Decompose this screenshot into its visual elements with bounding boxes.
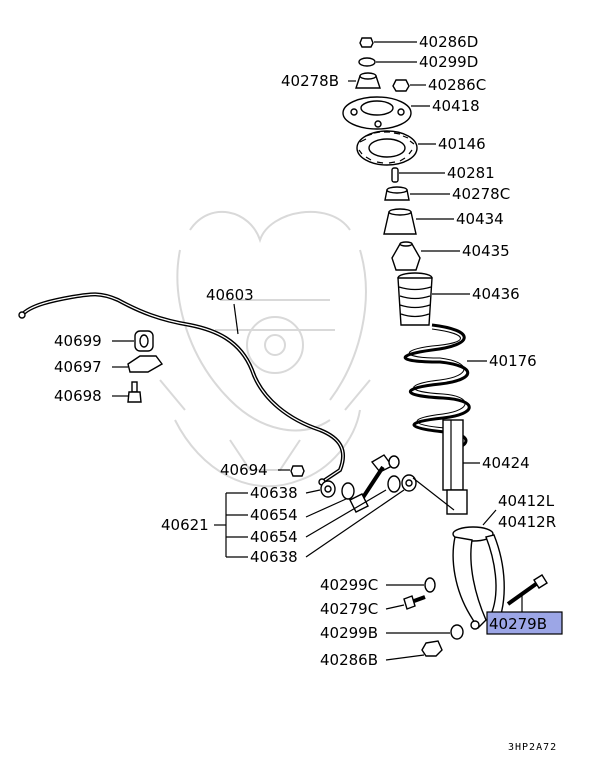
part-40434[interactable] <box>383 208 417 235</box>
part-40176[interactable] <box>403 323 471 452</box>
label-40699[interactable]: 40699 <box>54 332 102 350</box>
part-40279B[interactable] <box>506 574 548 606</box>
label-40638-upper[interactable]: 40638 <box>250 484 298 502</box>
label-40299D[interactable]: 40299D <box>419 53 478 71</box>
part-40603[interactable] <box>18 292 346 486</box>
part-40299C[interactable] <box>424 577 436 593</box>
label-40654-upper[interactable]: 40654 <box>250 506 298 524</box>
label-40424[interactable]: 40424 <box>482 454 530 472</box>
part-40435[interactable] <box>391 241 421 271</box>
part-40638a[interactable] <box>320 480 336 498</box>
label-40412L[interactable]: 40412L <box>498 492 555 510</box>
label-40434[interactable]: 40434 <box>456 210 504 228</box>
part-40286C[interactable] <box>392 79 410 92</box>
label-40299C[interactable]: 40299C <box>320 576 378 594</box>
part-40146[interactable] <box>356 130 418 166</box>
label-40654-lower[interactable]: 40654 <box>250 528 298 546</box>
part-40697[interactable] <box>127 355 164 373</box>
label-40286C[interactable]: 40286C <box>428 76 486 94</box>
part-40638b[interactable] <box>401 474 417 492</box>
label-40279C[interactable]: 40279C <box>320 600 378 618</box>
part-40278B[interactable] <box>355 72 381 89</box>
part-40436[interactable] <box>397 272 433 326</box>
label-40694[interactable]: 40694 <box>220 461 268 479</box>
label-40412R[interactable]: 40412R <box>498 513 556 531</box>
label-40299B[interactable]: 40299B <box>320 624 378 642</box>
part-40654b[interactable] <box>387 475 401 493</box>
label-40621-bracket <box>214 492 248 558</box>
part-40654a[interactable] <box>341 482 355 500</box>
label-40436[interactable]: 40436 <box>472 285 520 303</box>
label-40176[interactable]: 40176 <box>489 352 537 370</box>
part-40281[interactable] <box>391 167 399 183</box>
part-40699[interactable] <box>134 330 154 352</box>
label-40286D[interactable]: 40286D <box>419 33 478 51</box>
label-40698[interactable]: 40698 <box>54 387 102 405</box>
label-40286B[interactable]: 40286B <box>320 651 378 669</box>
part-40694[interactable] <box>290 465 305 477</box>
part-40418[interactable] <box>342 96 412 130</box>
part-40621-link[interactable] <box>349 454 400 513</box>
part-40299D[interactable] <box>358 57 376 67</box>
label-40278C[interactable]: 40278C <box>452 185 510 203</box>
label-40146[interactable]: 40146 <box>438 135 486 153</box>
label-40279B[interactable]: 40279B <box>489 615 547 633</box>
samurai-watermark <box>159 210 371 488</box>
part-40299B[interactable] <box>450 624 464 640</box>
part-40278C[interactable] <box>384 186 410 201</box>
part-40698[interactable] <box>127 381 142 403</box>
label-40281[interactable]: 40281 <box>447 164 495 182</box>
part-40286D[interactable] <box>359 37 374 48</box>
part-40279C[interactable] <box>403 595 426 610</box>
part-40286B[interactable] <box>421 640 443 657</box>
label-40279B-highlight <box>486 611 563 635</box>
label-40278B[interactable]: 40278B <box>281 72 339 90</box>
label-40418[interactable]: 40418 <box>432 97 480 115</box>
label-40435[interactable]: 40435 <box>462 242 510 260</box>
diagram-code: 3HP2A72 <box>508 742 557 753</box>
label-40638-lower[interactable]: 40638 <box>250 548 298 566</box>
label-40621[interactable]: 40621 <box>161 516 209 534</box>
label-40603[interactable]: 40603 <box>206 286 254 304</box>
label-40697[interactable]: 40697 <box>54 358 102 376</box>
part-40424[interactable] <box>442 419 468 515</box>
